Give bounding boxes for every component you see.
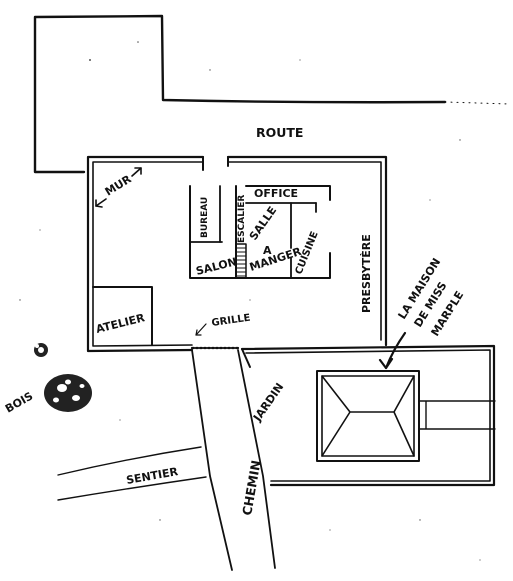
atelier-label: ATELIER <box>95 311 147 336</box>
bureau-label: BUREAU <box>200 197 210 238</box>
vicarage-walls <box>86 155 388 353</box>
presbytere-label: PRESBYTÈRE <box>360 234 373 313</box>
jardin-label: JARDIN <box>250 381 286 425</box>
office-label: OFFICE <box>254 187 298 200</box>
grille-label: GRILLE <box>211 313 252 329</box>
escalier-label: ESCALIER <box>237 195 247 243</box>
marple-house <box>316 370 496 462</box>
sentier-path <box>57 446 207 501</box>
grille-gate <box>190 323 240 350</box>
a-label: A <box>263 244 272 257</box>
road-outline <box>33 14 511 174</box>
marple-property <box>240 344 496 487</box>
mur-label: MUR <box>103 172 134 198</box>
maison-label: LA MAISON DE MISS MARPLE <box>396 256 467 339</box>
chemin-label: CHEMIN <box>239 459 263 516</box>
paper-speckle <box>19 41 481 561</box>
bois-trees <box>34 343 92 412</box>
marple-arrow <box>378 331 407 370</box>
bois-label: BOIS <box>3 389 35 415</box>
staircase <box>235 243 247 279</box>
mur-arrows <box>95 167 142 208</box>
route-label: ROUTE <box>256 125 303 140</box>
sentier-label: SENTIER <box>125 465 179 487</box>
house-rooms <box>189 185 331 279</box>
atelier-building <box>92 286 153 346</box>
salon-label: SALON <box>195 255 239 278</box>
chemin-lane <box>191 349 276 571</box>
salle-label: SALLE <box>247 204 279 243</box>
